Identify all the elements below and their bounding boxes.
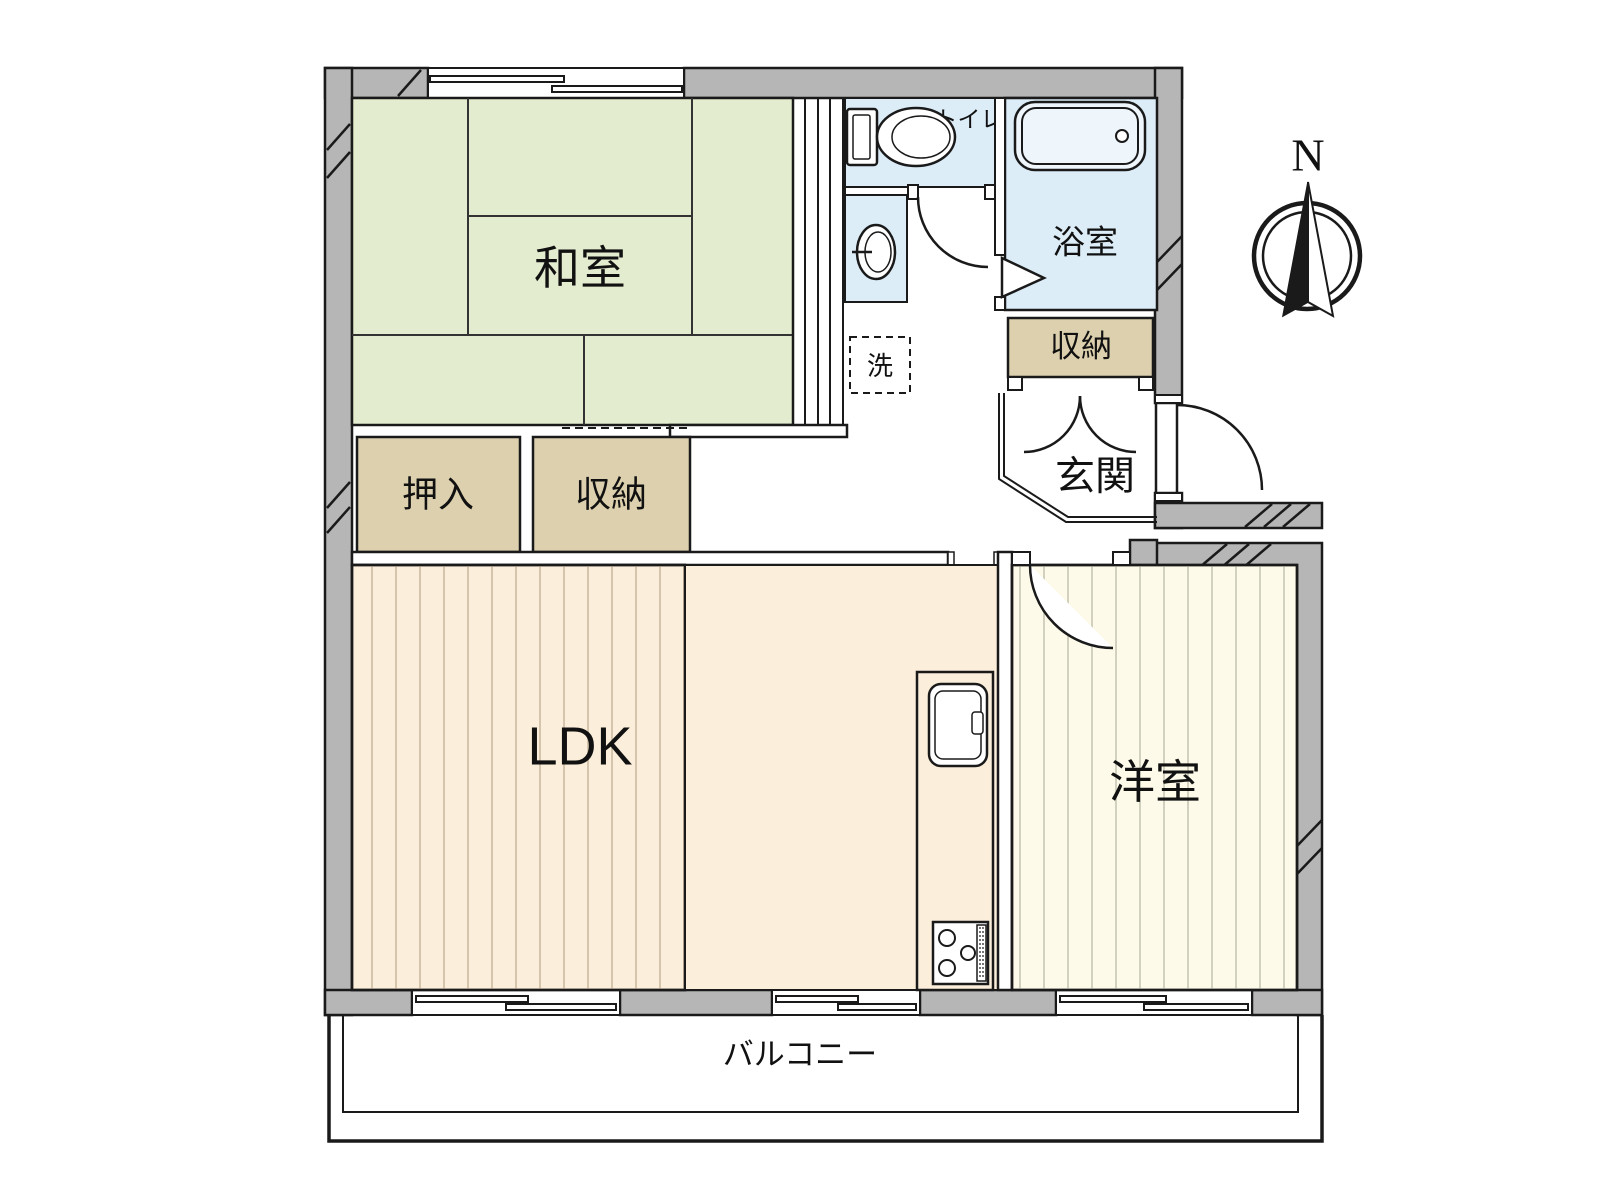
window-pane: [551, 85, 683, 93]
bathroom-wall: [994, 296, 1006, 311]
door-jamb: [947, 551, 955, 566]
room-ldk: LDK: [350, 563, 687, 992]
western-room-label: 洋室: [1109, 756, 1201, 808]
closet-door-swing: [1023, 395, 1082, 454]
washitsu-label: 和室: [534, 242, 626, 294]
bathroom-wall: [994, 97, 1006, 256]
bathroom-folding-door-icon: [1000, 256, 1047, 299]
wall-bottom-4: [1250, 988, 1324, 1017]
laundry-area: 洗: [849, 336, 911, 394]
door-jamb: [984, 184, 996, 200]
window-ldk: [411, 989, 621, 1016]
toilet-icon: [845, 106, 957, 168]
fusuma-sliding-doors: [792, 98, 844, 425]
wall-right-upper: [1153, 66, 1184, 405]
ldk-flooring: [350, 563, 687, 992]
washbasin-icon: [852, 223, 897, 281]
windows-bottom: [411, 989, 1253, 1016]
kitchen-area: [684, 564, 999, 992]
wall-bottom-1: [323, 988, 414, 1017]
room-western: 洋室: [1010, 551, 1299, 992]
kitchen-counter: [915, 670, 995, 992]
room-storage-hall: 収納: [1006, 316, 1155, 391]
room-oshiire: 押入: [355, 435, 522, 554]
entry-step-edge: [998, 393, 1157, 523]
entry-step-edge: [1003, 393, 1157, 518]
entrance-label: 玄関: [1055, 455, 1135, 499]
door-jamb: [907, 184, 919, 200]
room-washbasin: [844, 194, 908, 303]
wall-bottom-2: [618, 988, 774, 1017]
wall-kitchen-western: [996, 550, 1014, 992]
door-jamb: [1011, 551, 1031, 566]
room-bathroom: 浴室: [994, 96, 1159, 312]
door-jamb: [1007, 376, 1023, 391]
door-jamb: [1138, 376, 1154, 391]
storage-hall-label: 収納: [1050, 329, 1112, 364]
door-jamb: [1154, 492, 1183, 502]
balcony-label: バルコニー: [723, 1037, 877, 1072]
bathroom-label: 浴室: [1052, 224, 1118, 261]
wall-top-right: [682, 66, 1184, 100]
front-door-swing: [1176, 403, 1264, 491]
ldk-label: LDK: [527, 716, 632, 776]
wall-bottom-3: [918, 988, 1058, 1017]
window-top: [427, 67, 685, 99]
door-jamb: [1112, 551, 1131, 566]
tatami-seams: [352, 98, 793, 425]
wall-bar-entry: [1153, 501, 1324, 530]
balcony-inner-rail: [342, 1015, 1299, 1113]
wall-hall-ldk: [350, 550, 950, 567]
window-kitchen: [771, 989, 921, 1016]
front-door-leaf: [1154, 401, 1179, 495]
compass-needle-light: [1307, 181, 1335, 318]
western-flooring: [1010, 563, 1299, 992]
wall-left: [323, 66, 354, 1017]
wall-hatches: [326, 69, 1323, 875]
front-door: [1154, 394, 1264, 502]
window-western: [1055, 989, 1253, 1016]
room-entrance: 玄関: [998, 393, 1157, 523]
kitchen-sink-icon: [927, 682, 989, 768]
compass-icon: N: [1251, 130, 1363, 318]
bathtub-icon: [1013, 100, 1147, 172]
western-door-swing: [1028, 564, 1114, 650]
outer-walls: [323, 66, 1324, 1017]
stove-icon: [931, 920, 990, 986]
room-storage-washitsu: 収納: [531, 435, 692, 554]
storage-washitsu-label: 収納: [575, 474, 647, 515]
balcony-outer-rail: [327, 1015, 1324, 1143]
room-washitsu: 和室: [350, 96, 795, 427]
wall-bridge: [1128, 538, 1159, 570]
closet-door-swing: [1078, 395, 1137, 454]
door-jamb: [1154, 394, 1183, 404]
oshiire-label: 押入: [402, 474, 474, 515]
balcony: バルコニー: [327, 1015, 1324, 1143]
laundry-label: 洗: [867, 351, 893, 381]
wall-under-fusuma: [668, 423, 849, 439]
compass-north-label: N: [1291, 130, 1324, 181]
window-pane: [429, 75, 565, 83]
washing-machine-icon: [849, 336, 911, 394]
toilet-door-swing: [916, 196, 989, 269]
